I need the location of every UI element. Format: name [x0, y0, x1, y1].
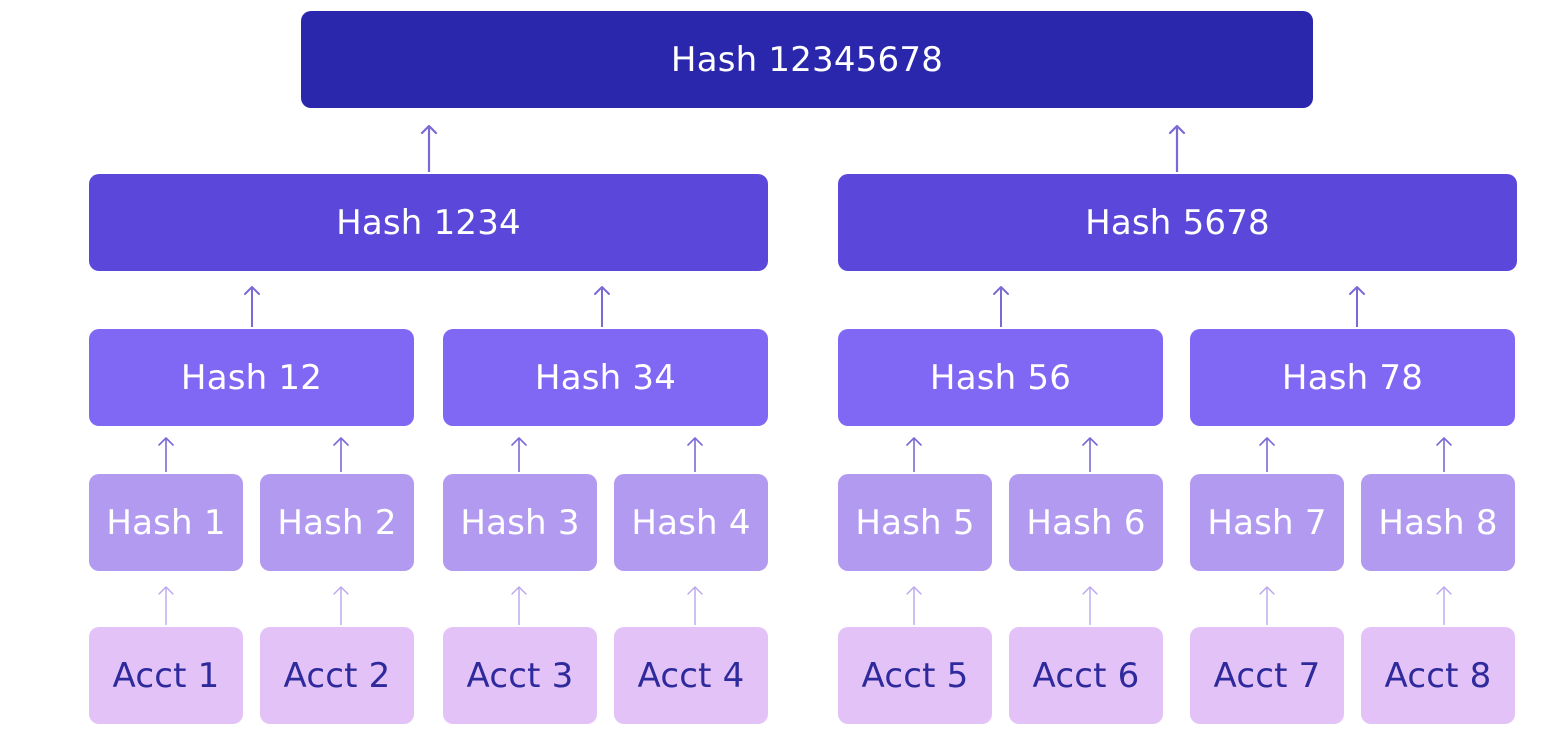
hash-label: Hash 7 [1207, 502, 1327, 543]
hash-node-level1: Hash 1234 [89, 174, 768, 271]
hash-label: Hash 8 [1378, 502, 1498, 543]
hash-node-level2: Hash 34 [443, 329, 768, 426]
account-label: Acct 6 [1032, 655, 1140, 696]
leaf-hash-node: Hash 7 [1190, 474, 1344, 571]
account-node: Acct 3 [443, 627, 597, 724]
leaf-hash-node: Hash 3 [443, 474, 597, 571]
arrow-up-icon [993, 286, 1009, 327]
hash-label: Hash 4 [631, 502, 751, 543]
arrow-up-icon [511, 437, 527, 472]
hash-node-level1: Hash 5678 [838, 174, 1517, 271]
arrow-up-icon [1259, 586, 1275, 625]
hash-label: Hash 34 [534, 357, 677, 398]
arrow-up-icon [511, 586, 527, 625]
arrow-up-icon [1082, 437, 1098, 472]
account-label: Acct 7 [1213, 655, 1321, 696]
hash-node-level2: Hash 78 [1190, 329, 1515, 426]
arrow-up-icon [906, 586, 922, 625]
arrow-up-icon [158, 586, 174, 625]
arrow-up-icon [1349, 286, 1365, 327]
account-node: Acct 4 [614, 627, 768, 724]
arrow-up-icon [1082, 586, 1098, 625]
arrow-up-icon [687, 437, 703, 472]
hash-label: Hash 78 [1281, 357, 1424, 398]
hash-label: Hash 1234 [336, 202, 521, 243]
account-node: Acct 5 [838, 627, 992, 724]
hash-node-level2: Hash 12 [89, 329, 414, 426]
hash-label: Hash 1 [106, 502, 226, 543]
arrow-up-icon [333, 437, 349, 472]
arrow-up-icon [594, 286, 610, 327]
leaf-hash-node: Hash 1 [89, 474, 243, 571]
account-node: Acct 6 [1009, 627, 1163, 724]
account-label: Acct 4 [637, 655, 745, 696]
leaf-hash-node: Hash 4 [614, 474, 768, 571]
root-hash-node: Hash 12345678 [301, 11, 1313, 108]
leaf-hash-node: Hash 5 [838, 474, 992, 571]
hash-label: Hash 12 [180, 357, 323, 398]
leaf-hash-node: Hash 8 [1361, 474, 1515, 571]
account-label: Acct 1 [112, 655, 220, 696]
hash-label: Hash 6 [1026, 502, 1146, 543]
arrow-up-icon [1436, 437, 1452, 472]
arrow-up-icon [1436, 586, 1452, 625]
hash-label: Hash 3 [460, 502, 580, 543]
arrow-up-icon [1259, 437, 1275, 472]
account-label: Acct 8 [1384, 655, 1492, 696]
account-node: Acct 8 [1361, 627, 1515, 724]
hash-label: Hash 2 [277, 502, 397, 543]
leaf-hash-node: Hash 6 [1009, 474, 1163, 571]
leaf-hash-node: Hash 2 [260, 474, 414, 571]
arrow-up-icon [244, 286, 260, 327]
hash-label: Hash 5678 [1085, 202, 1270, 243]
arrow-up-icon [333, 586, 349, 625]
account-node: Acct 1 [89, 627, 243, 724]
arrow-up-icon [1168, 124, 1186, 172]
hash-label: Hash 5 [855, 502, 975, 543]
hash-label: Hash 56 [929, 357, 1072, 398]
account-node: Acct 2 [260, 627, 414, 724]
arrow-up-icon [158, 437, 174, 472]
account-node: Acct 7 [1190, 627, 1344, 724]
hash-node-level2: Hash 56 [838, 329, 1163, 426]
arrow-up-icon [906, 437, 922, 472]
arrow-up-icon [687, 586, 703, 625]
arrow-up-icon [420, 124, 438, 172]
account-label: Acct 3 [466, 655, 574, 696]
root-hash-label: Hash 12345678 [670, 39, 944, 80]
account-label: Acct 5 [861, 655, 969, 696]
account-label: Acct 2 [283, 655, 391, 696]
